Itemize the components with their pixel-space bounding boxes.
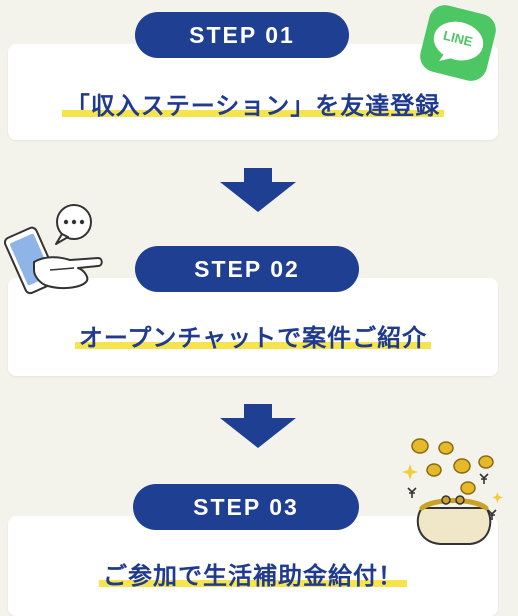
step-03-text: ご参加で生活補助金給付！ (8, 556, 498, 591)
step-03-highlight: ご参加で生活補助金給付！ (99, 562, 407, 590)
coin-purse-icon (400, 436, 512, 548)
gold-coin-icon (411, 438, 494, 495)
step-02-highlight: オープンチャットで案件ご紹介 (74, 324, 432, 352)
step-02-badge: STEP 02 (135, 246, 359, 292)
step-03-card: ご参加で生活補助金給付！ (8, 516, 498, 616)
phone-hand-icon (3, 200, 108, 302)
step-01-highlight: 「収入ステーション」を友達登録 (61, 92, 445, 120)
down-arrow-icon (220, 404, 296, 448)
step-02-text: オープンチャットで案件ご紹介 (8, 318, 498, 353)
step-01-text: 「収入ステーション」を友達登録 (8, 86, 498, 121)
chat-bubble-icon (55, 204, 92, 245)
step-01-card: 「収入ステーション」を友達登録 (8, 44, 498, 140)
line-icon: LINE (418, 3, 498, 83)
step-03-badge: STEP 03 (133, 484, 359, 530)
down-arrow-icon (220, 168, 296, 212)
step-01-badge: STEP 01 (135, 12, 349, 58)
step-02-card: オープンチャットで案件ご紹介 (8, 278, 498, 376)
